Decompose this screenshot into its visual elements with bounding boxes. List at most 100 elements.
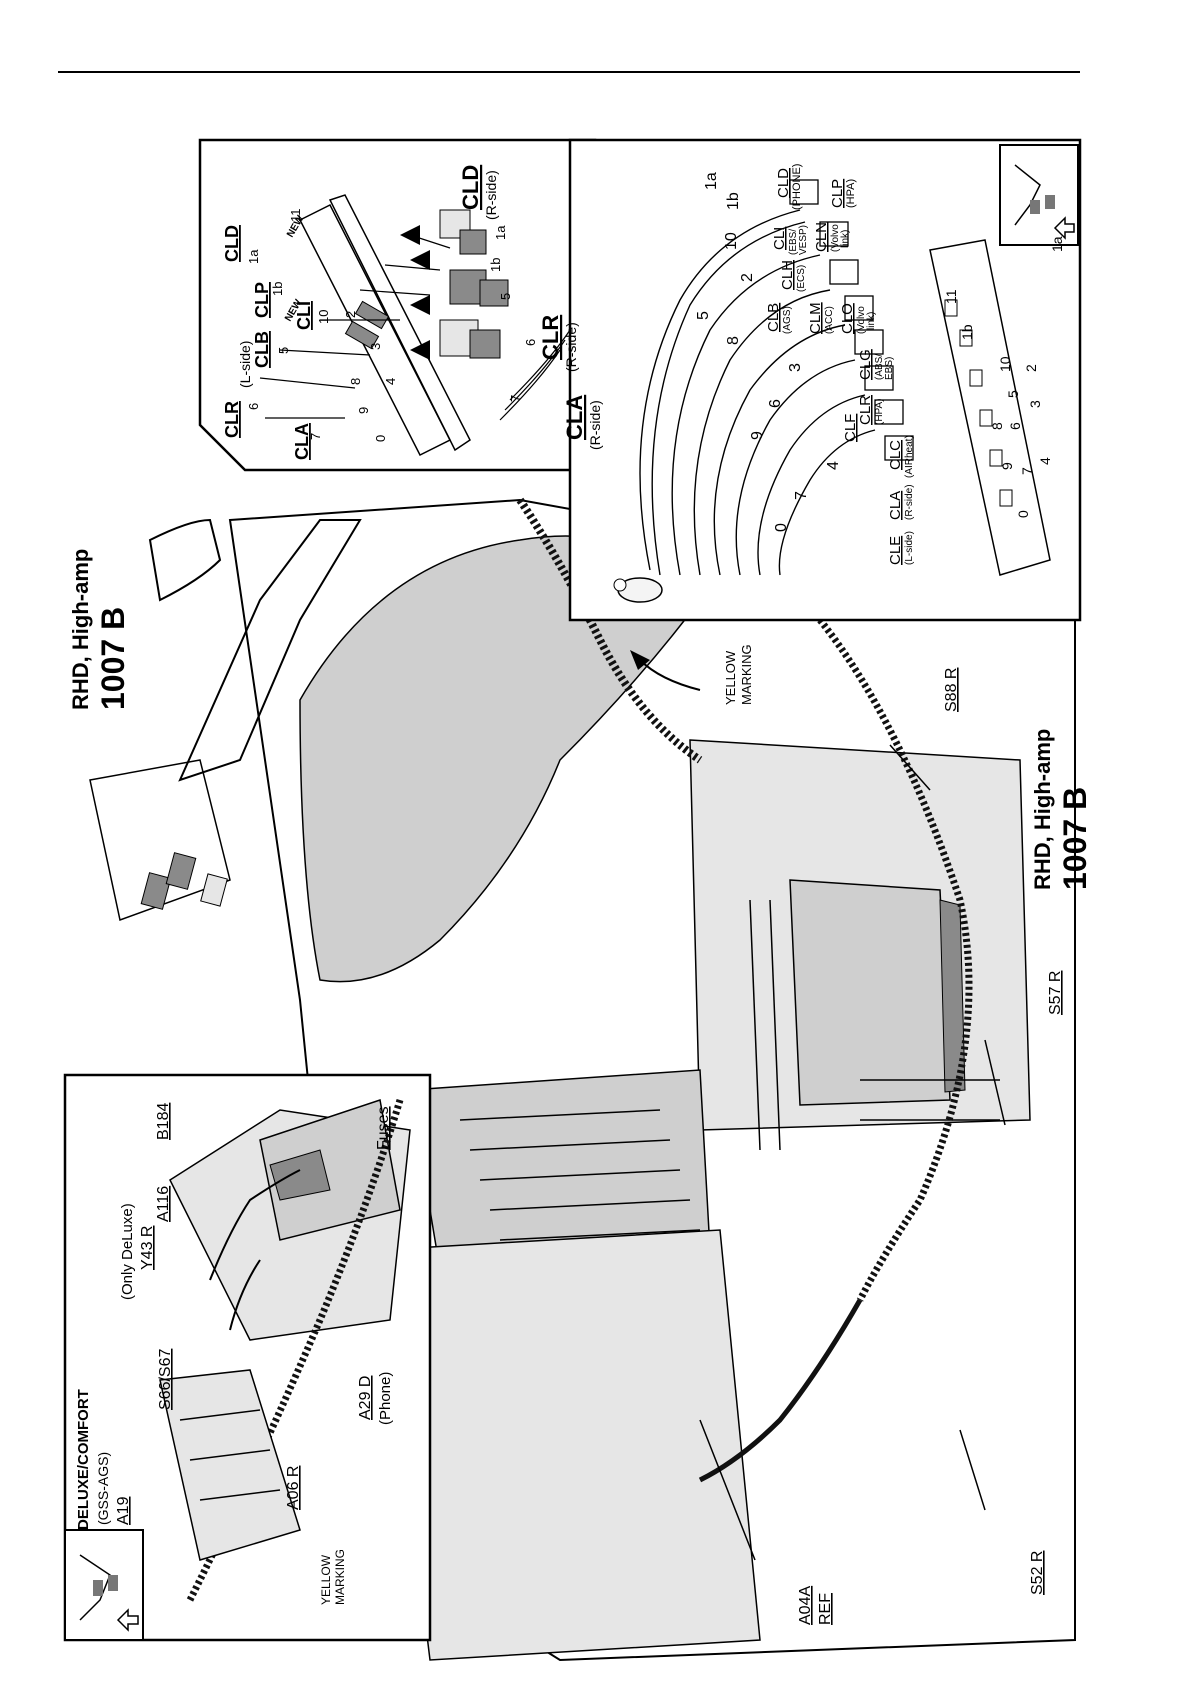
bp-clr: CLR [857,395,874,425]
yellow-marking-deluxe-2: MARKING [333,1549,347,1605]
ref-a04a: A04A [797,1586,814,1625]
bp-loop-num: 3 [787,363,804,372]
tp-cli: CLI [294,301,314,330]
bp-abs-ebs-2: EBS) [884,357,895,380]
bp-loop-num: 2 [739,273,756,282]
tp-clr-rside: CLR [538,315,563,360]
bp-loop-num: 4 [825,461,842,470]
tp-pin: 1b [488,258,503,272]
ref-s52r: S52 R [1029,1551,1046,1595]
tp-pin: 4 [383,378,398,385]
main-title-line2-b: 1007 B [1057,787,1093,890]
tp-cld: CLD [222,225,242,262]
label-a19: A19 [115,1496,132,1525]
bp-clb: CLB [765,303,782,332]
label-a116: A116 [155,1186,172,1222]
bp-clh: CLH [779,260,796,290]
tp-pin: 5 [498,293,513,300]
label-a29d: A29 D [357,1376,374,1420]
bp-ecs: (ECS) [796,265,807,292]
bp-clp: CLP [829,179,846,208]
main-title-line1: RHD, High-amp [68,549,93,710]
connector-panel-bottom [568,138,1082,622]
bp-cln: CLN [813,222,830,252]
label-phone: (Phone) [377,1372,394,1425]
bp-cli: CLI [771,227,788,250]
tp-pin: 3 [368,343,383,350]
tp-pin: 2 [343,311,358,318]
bp-cle: CLE [887,536,904,565]
bp-pin: 8 [989,422,1005,430]
bp-pin: 3 [1027,400,1043,408]
connector-panel-top [198,138,597,472]
bp-loop-num: 8 [725,336,742,345]
tp-pin: 8 [348,378,363,385]
tp-pin: 7 [308,433,323,440]
tp-clp: CLP [252,282,272,318]
bp-pin: 0 [1015,510,1031,518]
bp-volvo-link-2b: link) [866,312,877,330]
deluxe-heading: DELUXE/COMFORT [75,1389,92,1530]
label-gss-ags: (GSS-AGS) [95,1452,111,1525]
bp-pin: 6 [1007,422,1023,430]
tp-pin: 7 [508,395,523,402]
bp-cla: CLA [887,491,904,520]
tp-clb: CLB [252,331,272,368]
label-a06r: A06 R [285,1466,302,1510]
tp-cld-rside: CLD [458,165,483,210]
bp-clo: CLO [839,303,856,334]
tp-pin: 10 [316,310,331,324]
bp-ags: (AGS) [782,306,793,334]
bp-loop-num: 1b [725,192,742,210]
bp-pin: 2 [1023,364,1039,372]
bp-hpa: (HPA) [845,179,857,208]
tp-pin: 1a [493,225,508,240]
bp-loop-num: 0 [773,523,790,532]
bp-loop-num: 10 [723,232,740,250]
main-illustration [89,497,1076,1662]
yellow-marking-main-2: MARKING [739,644,754,705]
bp-acc: (ACC) [824,306,835,334]
orientation-icon-top [999,144,1079,246]
bp-loop-num: 5 [695,311,712,320]
bp-pin: 1a [1049,236,1065,252]
label-s66-s67: S66/S67 [157,1349,174,1410]
bp-volvo-link-1a: (Volvo [830,224,841,252]
bp-clf: CLF [842,414,859,442]
tp-pin: 9 [356,407,371,414]
tp-pin: 1b [270,282,285,296]
tp-pin: 11 [288,209,303,223]
tp-pin: 6 [246,403,261,410]
bp-ebs-vesp-1: (EBS/ [788,229,799,255]
label-y43r: Y43 R [139,1226,156,1270]
bp-loop-num: 9 [749,431,766,440]
tp-pin: 6 [523,339,538,346]
bp-abs-ebs-1: (ABS/ [874,354,885,380]
bp-ebs-vesp-2: VESP) [798,225,809,255]
bp-pin: 1b [959,324,975,340]
tp-cla-rside: CLA [562,395,587,440]
label-fuses: Fuses [375,1106,392,1150]
tp-pin: 5 [276,347,291,354]
label-b184: B184 [155,1103,172,1140]
bp-loop-num: 6 [767,399,784,408]
bp-labels: CLD (PHONE) CLP (HPA) CLI (EBS/ VESP) CL… [765,164,915,565]
bp-cld: CLD [775,168,792,198]
label-only-deluxe: (Only DeLuxe) [119,1203,136,1300]
tp-pin-numbers: 6 7 5 10 1b 1a 11 0 9 8 4 3 2 7 6 5 1b 1… [246,209,538,443]
bp-loop-num: 1a [703,172,720,190]
bp-pin: 10 [997,356,1013,372]
bp-volvo-link-2a: (Volvo [856,306,867,334]
tp-rside-3: (R-side) [587,400,603,450]
ref-s88r: S88 R [943,668,960,712]
tp-rside-2: (R-side) [563,322,579,372]
main-title-line1-b: RHD, High-amp [1030,729,1055,890]
tp-clr-lside: CLR [222,401,242,438]
tp-rside-1: (R-side) [483,170,499,220]
bp-pin: 4 [1037,457,1053,465]
bp-pin: 11 [943,289,959,304]
bp-loop-num: 7 [793,491,810,500]
bp-loop-numbers: 1a 1b 10 2 5 8 3 6 9 4 7 0 [695,172,842,532]
